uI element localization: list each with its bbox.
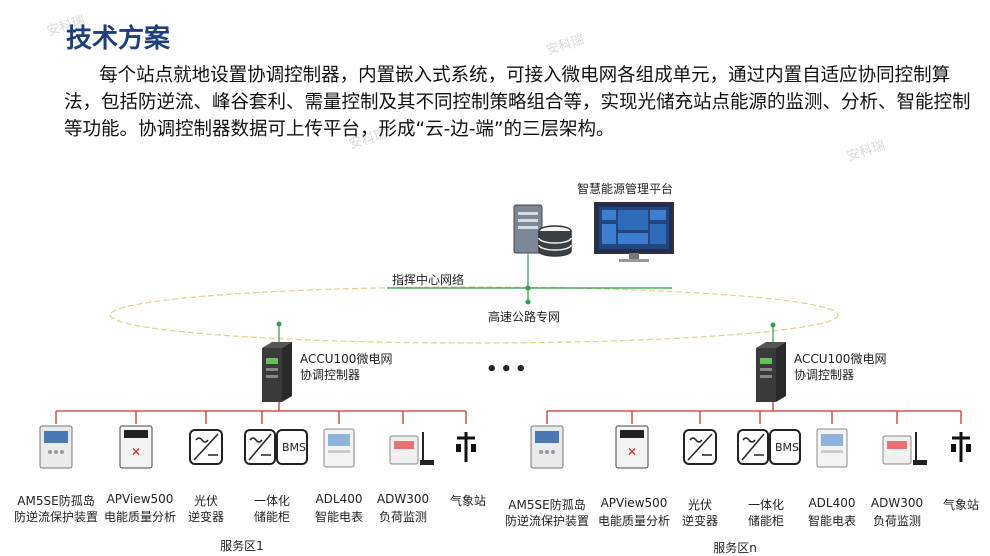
pv-inverter-icon xyxy=(189,429,223,465)
weather-station-icon xyxy=(456,432,476,462)
device-label: APView500 xyxy=(600,496,668,510)
controller-label-line2: 协调控制器 xyxy=(794,368,855,382)
device-label: ADL400 xyxy=(315,492,363,506)
svg-text:✕: ✕ xyxy=(131,445,141,459)
controller-label-line1: ACCU100微电网 xyxy=(794,352,887,366)
database-icon xyxy=(538,225,572,257)
device-label: 电能质量分析 xyxy=(103,510,177,524)
device-label: AM5SE防孤岛 xyxy=(508,498,586,512)
device-label: 储能柜 xyxy=(253,510,291,524)
device-label: 一体化 xyxy=(253,494,291,508)
bms-label: BMS xyxy=(282,441,307,454)
device-label: ADW300 xyxy=(870,496,924,510)
bus-line-zone-n xyxy=(546,402,962,424)
smart-meter-icon xyxy=(816,428,848,468)
bus-line-zone-1 xyxy=(55,402,467,424)
device-label: 储能柜 xyxy=(747,514,785,528)
description-paragraph: 每个站点就地设置协调控制器，内置嵌入式系统，可接入微电网各组成单元，通过内置自适… xyxy=(64,65,971,140)
device-label: 电能质量分析 xyxy=(597,514,671,528)
controller-label-line1: ACCU100微电网 xyxy=(300,352,393,366)
controller-icon xyxy=(756,342,786,402)
device-label: 防逆流保护装置 xyxy=(13,510,99,524)
smart-meter-icon xyxy=(323,428,355,468)
highway-label: 高速公路专网 xyxy=(488,310,561,324)
device-label: 负荷监测 xyxy=(378,510,428,524)
controller-icon xyxy=(262,342,292,402)
device-label: 智能电表 xyxy=(807,514,857,528)
device-label: ADW300 xyxy=(376,492,430,506)
power-quality-analyzer-icon: ✕ xyxy=(615,425,649,469)
weather-station-icon xyxy=(951,432,971,462)
protection-device-icon xyxy=(39,425,73,469)
device-label: 气象站 xyxy=(449,494,487,508)
load-monitor-icon xyxy=(882,432,927,465)
device-label: ADL400 xyxy=(808,496,856,510)
device-label: 一体化 xyxy=(747,498,785,512)
server-icon xyxy=(513,204,543,254)
energy-storage-cabinet-icon xyxy=(244,429,308,465)
device-label: 气象站 xyxy=(942,498,980,512)
device-label: 光伏 xyxy=(687,498,713,512)
load-monitor-icon xyxy=(389,432,434,465)
device-label: 光伏 xyxy=(193,494,219,508)
device-label: APView500 xyxy=(106,492,174,506)
device-label: 逆变器 xyxy=(187,510,225,524)
highway-network-ellipse xyxy=(109,286,839,344)
monitor-icon xyxy=(594,202,674,262)
device-label: 智能电表 xyxy=(314,510,364,524)
ellipsis: ••• xyxy=(486,359,530,380)
device-label: AM5SE防孤岛 xyxy=(17,494,95,508)
page-title: 技术方案 xyxy=(66,24,171,54)
zone-1-label: 服务区1 xyxy=(220,539,264,553)
pv-inverter-icon xyxy=(683,429,717,465)
power-quality-analyzer-icon: ✕ xyxy=(119,425,153,469)
protection-device-icon xyxy=(530,425,564,469)
network-label: 指挥中心网络 xyxy=(392,273,465,287)
svg-text:✕: ✕ xyxy=(627,445,637,459)
controller-label-line2: 协调控制器 xyxy=(300,368,361,382)
device-label: 防逆流保护装置 xyxy=(504,514,590,528)
energy-storage-cabinet-icon xyxy=(737,429,801,465)
bms-label: BMS xyxy=(775,441,800,454)
platform-label: 智慧能源管理平台 xyxy=(577,182,674,196)
device-label: 负荷监测 xyxy=(872,514,922,528)
zone-n-label: 服务区n xyxy=(713,541,757,555)
device-label: 逆变器 xyxy=(681,514,719,528)
